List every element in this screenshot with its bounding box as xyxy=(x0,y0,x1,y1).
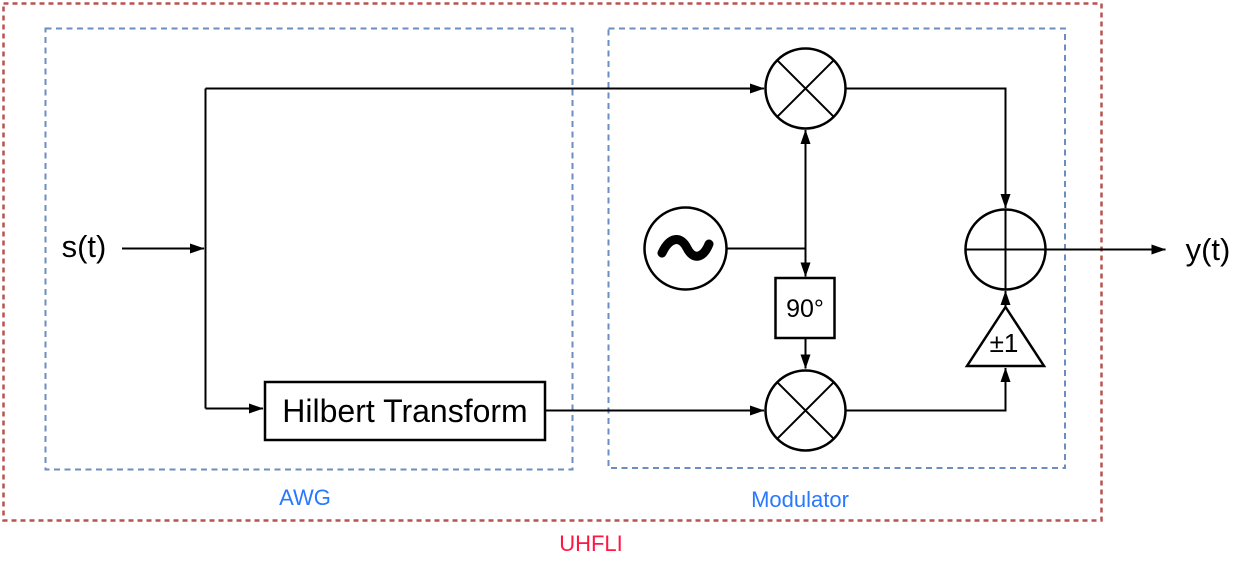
uhfli-container-border xyxy=(2,2,1103,522)
sine-wave-icon xyxy=(657,235,714,261)
upper-mixer xyxy=(764,47,847,130)
multiply-cross-lines xyxy=(776,381,835,440)
connectors xyxy=(122,83,1166,416)
phase-shift-box xyxy=(774,276,836,340)
gain-block: ±1 xyxy=(964,304,1047,368)
modulator-container-label: Modulator xyxy=(751,487,849,512)
hilbert-transform-block: Hilbert Transform xyxy=(263,380,547,442)
phase-shift-block: 90° xyxy=(774,276,836,340)
summer xyxy=(964,208,1047,291)
awg-container-label: AWG xyxy=(279,485,331,510)
awg-container-border xyxy=(44,27,574,471)
connector-upper-mixer-to-summer xyxy=(845,87,1011,209)
gain-label: ±1 xyxy=(990,328,1019,358)
uhfli-container-label: UHFLI xyxy=(559,531,623,556)
output-signal-label: y(t) xyxy=(1186,232,1231,267)
gain-triangle xyxy=(964,304,1047,368)
hilbert-transform-box xyxy=(263,380,547,442)
input-signal-label: s(t) xyxy=(62,229,107,264)
plus-cross-lines xyxy=(965,209,1046,290)
modulator-container-border xyxy=(607,27,1066,469)
multiply-cross-lines xyxy=(776,59,835,118)
local-oscillator xyxy=(643,206,728,291)
phase-shift-label: 90° xyxy=(786,295,824,323)
connector-lower-mixer-to-gain xyxy=(845,367,1011,412)
lower-mixer xyxy=(764,369,847,452)
hilbert-transform-label: Hilbert Transform xyxy=(282,393,527,429)
